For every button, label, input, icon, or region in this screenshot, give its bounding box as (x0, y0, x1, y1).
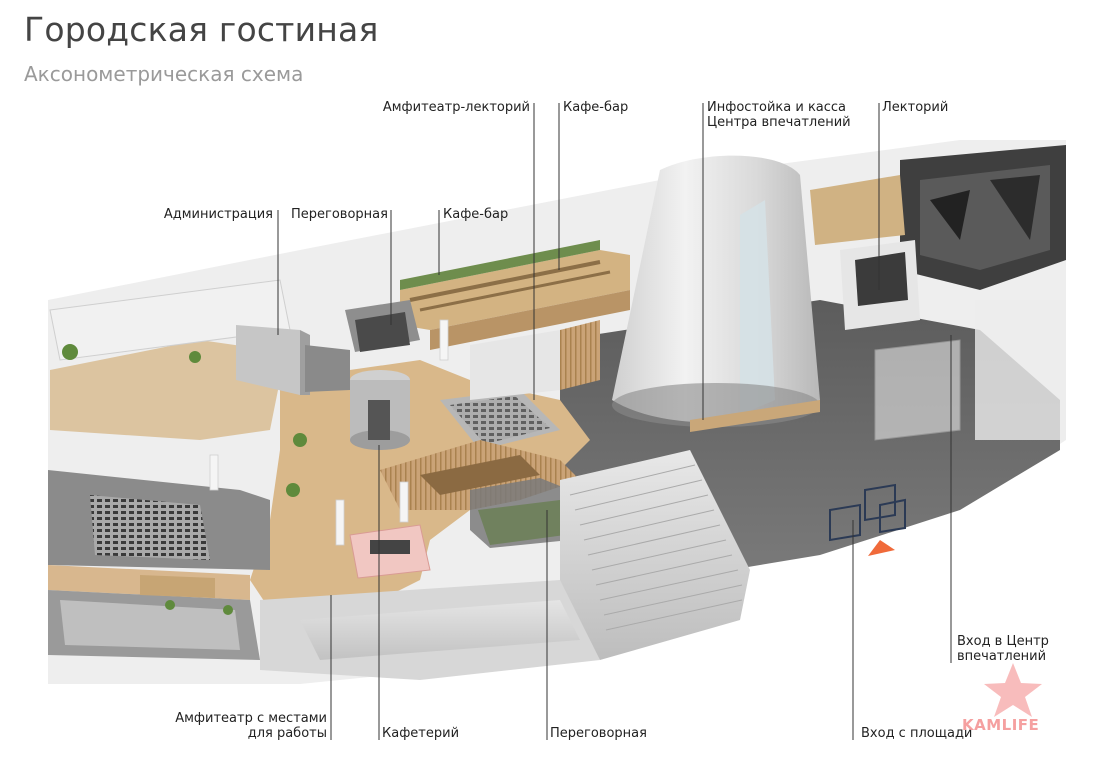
watermark-text: KAMLIFE (962, 716, 1040, 734)
leader-lines (277, 103, 952, 740)
cafeteria-kiosk (349, 524, 431, 579)
label-cafe-bar-mid: Кафе-бар (443, 207, 509, 222)
label-entrance-center-1: Вход в Центр (957, 634, 1049, 649)
lower-auditorium (48, 470, 270, 660)
label-amphitheater-work-1: Амфитеатр с местами (175, 711, 327, 726)
cafe-bar-mezzanine (400, 240, 630, 350)
label-amphitheater-lecture: Амфитеатр-лекторий (382, 100, 530, 115)
label-cafeteria: Кафетерий (382, 726, 460, 741)
plants (62, 344, 307, 615)
pillars (209, 319, 449, 546)
label-lecture-hall: Лекторий (882, 100, 949, 115)
label-entrance-square: Вход с площади (861, 726, 973, 741)
meeting-pod (350, 370, 410, 450)
watermark-star-icon (984, 663, 1042, 717)
label-meeting-room-top: Переговорная (291, 207, 388, 222)
meeting-room-upper (345, 300, 420, 352)
label-cafe-bar-top: Кафе-бар (563, 100, 629, 115)
label-info-desk-2: Центра впечатлений (707, 115, 851, 130)
label-meeting-room-bottom: Переговорная (550, 726, 647, 741)
grand-stairs (260, 450, 750, 680)
administration-block (236, 325, 350, 395)
amphitheater-lecture (440, 320, 600, 450)
label-amphitheater-work-2: для работы (247, 726, 327, 741)
entrance-arrow-icon (868, 540, 895, 556)
label-administration: Администрация (163, 207, 273, 222)
entrance-glass (829, 300, 1066, 542)
label-entrance-center-2: впечатлений (957, 649, 1047, 664)
label-info-desk-1: Инфостойка и касса (707, 100, 847, 115)
page-title: Городская гостиная (24, 10, 379, 49)
cone-tower (612, 155, 820, 432)
page-subtitle: Аксонометрическая схема (24, 62, 304, 86)
meeting-room-lower (470, 478, 570, 548)
lecture-hall (810, 145, 1066, 330)
